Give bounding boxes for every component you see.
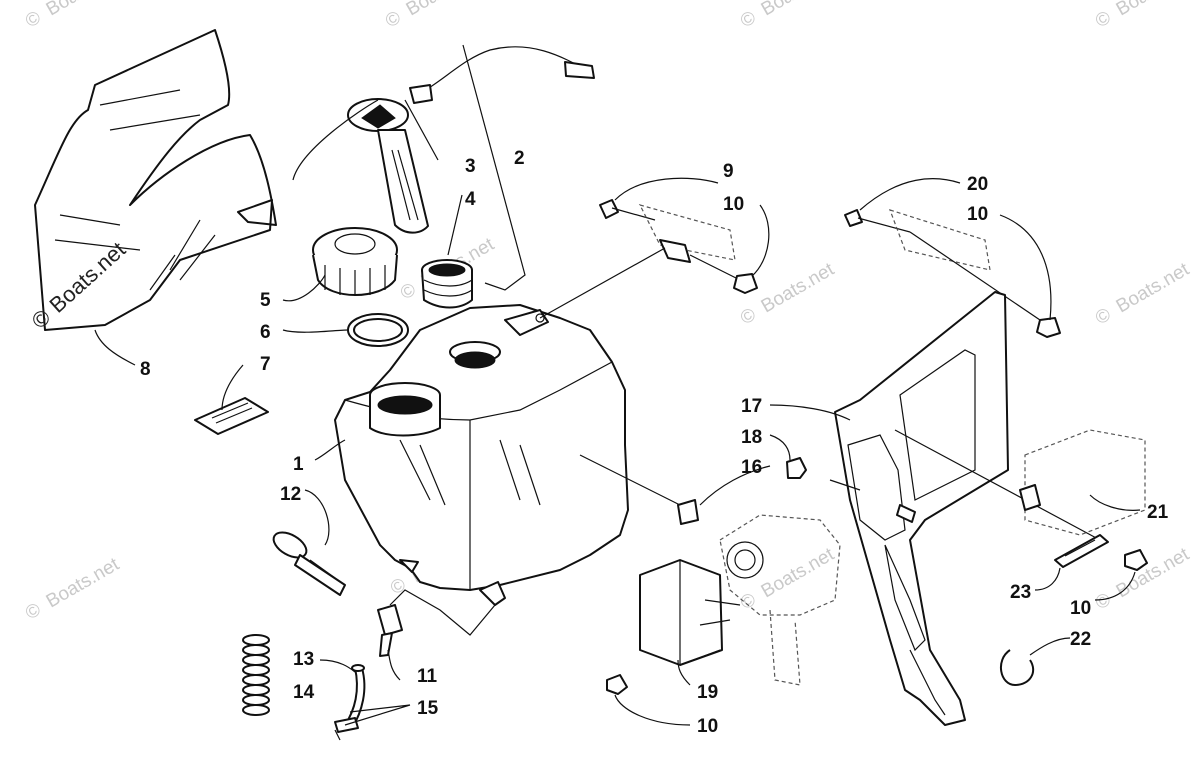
watermark: ©Boats.net — [22, 554, 123, 625]
svg-text:Boats.net: Boats.net — [758, 0, 839, 20]
callout-13: 13 — [293, 649, 314, 670]
callout-15: 15 — [417, 698, 439, 719]
nut-part-10-right — [1124, 549, 1148, 571]
oil-tank-part-1 — [334, 304, 629, 606]
clip-part-22 — [1000, 649, 1035, 686]
callout-14: 14 — [293, 682, 315, 703]
svg-text:©: © — [737, 304, 760, 329]
watermark: ©Boats.net — [382, 0, 483, 32]
callout-6: 6 — [260, 322, 271, 343]
o-ring-part-6 — [347, 313, 409, 347]
oil-pump-assembly — [719, 514, 841, 686]
svg-text:©: © — [22, 599, 45, 624]
svg-text:©: © — [397, 279, 420, 304]
watermark: ©Boats.net — [737, 544, 838, 615]
fill-cap-part-5 — [312, 227, 398, 296]
svg-text:Boats.net: Boats.net — [43, 0, 124, 20]
fitting-part-11 — [377, 589, 496, 657]
callout-10-upper-right: 10 — [967, 204, 988, 225]
svg-text:Boats.net: Boats.net — [1113, 544, 1194, 603]
callout-22: 22 — [1070, 629, 1091, 650]
nut-part-10-lower — [606, 674, 628, 695]
callout-23: 23 — [1010, 582, 1031, 603]
sender-wire-part-2 — [409, 44, 595, 291]
callout-10-upper-mid: 10 — [723, 194, 744, 215]
callout-11: 11 — [417, 666, 438, 687]
clamp-part-12 — [272, 531, 346, 596]
callout-17: 17 — [741, 396, 762, 417]
svg-text:©: © — [737, 7, 760, 32]
callout-9: 9 — [723, 161, 734, 182]
svg-text:Boats.net: Boats.net — [43, 554, 124, 613]
watermark: ©Boats.net — [737, 259, 838, 330]
svg-text:©: © — [1092, 7, 1115, 32]
leader-lines — [94, 99, 1141, 726]
svg-text:Boats.net: Boats.net — [758, 259, 839, 318]
callout-2: 2 — [514, 148, 525, 169]
cover-part-21 — [1019, 429, 1146, 536]
callout-5: 5 — [260, 290, 271, 311]
bracket-hardware-part-20 — [844, 209, 1061, 338]
svg-text:©: © — [382, 7, 405, 32]
bracket-hardware-part-9 — [539, 199, 758, 319]
svg-text:Boats.net: Boats.net — [758, 544, 839, 603]
callout-3: 3 — [465, 156, 476, 177]
label-part-16 — [579, 454, 699, 525]
watermark: ©Boats.net — [1092, 259, 1193, 330]
svg-text:©: © — [1092, 589, 1115, 614]
svg-text:©: © — [737, 589, 760, 614]
svg-text:Boats.net: Boats.net — [1113, 0, 1194, 20]
callout-21: 21 — [1147, 502, 1169, 523]
watermark: ©Boats.net — [737, 0, 838, 32]
nut-part-18 — [786, 429, 1101, 541]
grommet-part-4 — [421, 259, 473, 309]
svg-text:Boats.net: Boats.net — [403, 0, 484, 20]
hose-part-13 — [334, 664, 366, 741]
callout-8: 8 — [140, 359, 151, 380]
plate-part-23 — [1054, 534, 1109, 568]
watermark: ©Boats.net — [1092, 0, 1193, 32]
label-part-7 — [194, 397, 269, 435]
callout-7: 7 — [260, 354, 271, 375]
svg-text:©: © — [387, 574, 410, 599]
sender-tube-part-3 — [347, 98, 429, 234]
callout-1: 1 — [293, 454, 304, 475]
callout-labels: 1 2 3 4 5 6 7 8 9 10 10 10 10 11 12 13 1… — [140, 148, 1169, 737]
svg-text:Boats.net: Boats.net — [1113, 259, 1194, 318]
callout-20: 20 — [967, 174, 988, 195]
mounting-bracket-part-17 — [834, 291, 1009, 726]
callout-16: 16 — [741, 457, 762, 478]
callout-10-lower: 10 — [697, 716, 718, 737]
callout-19: 19 — [697, 682, 718, 703]
cover-part-19 — [639, 559, 741, 666]
svg-text:©: © — [1092, 304, 1115, 329]
callout-4: 4 — [465, 189, 476, 210]
spring-part-14 — [242, 634, 270, 716]
watermark: ©Boats.net — [22, 0, 123, 32]
svg-text:©: © — [22, 7, 45, 32]
callout-10-right: 10 — [1070, 598, 1091, 619]
decal-sheet-part-8 — [34, 29, 277, 331]
callout-18: 18 — [741, 427, 762, 448]
callout-12: 12 — [280, 484, 301, 505]
